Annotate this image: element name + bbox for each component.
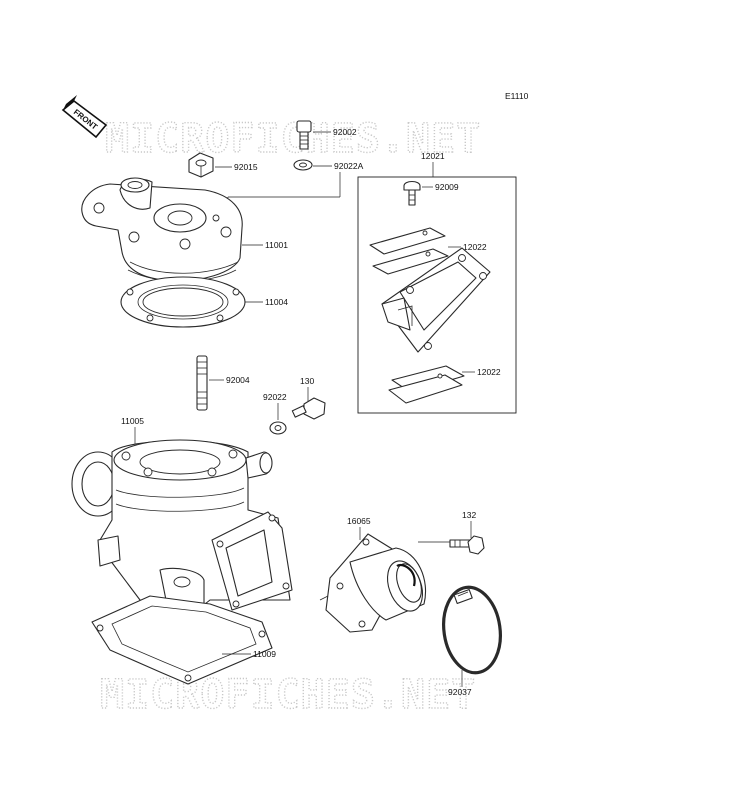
label-130: 130 (300, 376, 314, 386)
label-12021: 12021 (421, 151, 445, 161)
diagram-code: E1110 (505, 91, 529, 101)
label-92015: 92015 (234, 162, 258, 172)
reed-stopper-12022-bottom (388, 365, 465, 404)
label-92004: 92004 (226, 375, 250, 385)
bolt-92002-icon (296, 120, 312, 150)
bolt-130-icon (291, 397, 326, 420)
washer-92022-icon (269, 421, 287, 435)
label-11001: 11001 (265, 240, 288, 250)
stud-92004-icon (196, 355, 208, 411)
label-132: 132 (462, 510, 476, 520)
nut-92015-icon (188, 152, 214, 178)
watermark-top: MICROFICHES.NET (105, 116, 481, 162)
cylinder-head-11001 (81, 177, 243, 282)
label-11009: 11009 (253, 649, 276, 659)
bolt-132-icon (449, 535, 485, 555)
reed-valve-block (381, 247, 491, 353)
label-12022-top: 12022 (463, 242, 487, 252)
label-92037: 92037 (448, 687, 472, 697)
label-92009: 92009 (435, 182, 459, 192)
cylinder-11005 (71, 439, 293, 611)
watermark-bottom: MICROFICHES.NET (100, 672, 476, 718)
label-92022: 92022 (263, 392, 287, 402)
label-12022-bottom: 12022 (477, 367, 501, 377)
intake-manifold-16065 (319, 533, 426, 633)
label-11004: 11004 (265, 297, 288, 307)
label-92002: 92002 (333, 127, 357, 137)
washer-92022a-icon (293, 159, 313, 171)
label-92022a: 92022A (334, 161, 364, 171)
reed-stopper-12022-top (369, 227, 449, 275)
reed-valve-assembly-box (357, 176, 517, 414)
base-gasket-11009 (91, 595, 273, 685)
label-16065: 16065 (347, 516, 371, 526)
screw-92009-icon (403, 180, 421, 206)
hose-clamp-92037 (442, 585, 502, 675)
label-11005: 11005 (121, 416, 144, 426)
head-gasket-11004 (120, 276, 246, 328)
front-arrow-icon: FRONT (61, 95, 108, 139)
